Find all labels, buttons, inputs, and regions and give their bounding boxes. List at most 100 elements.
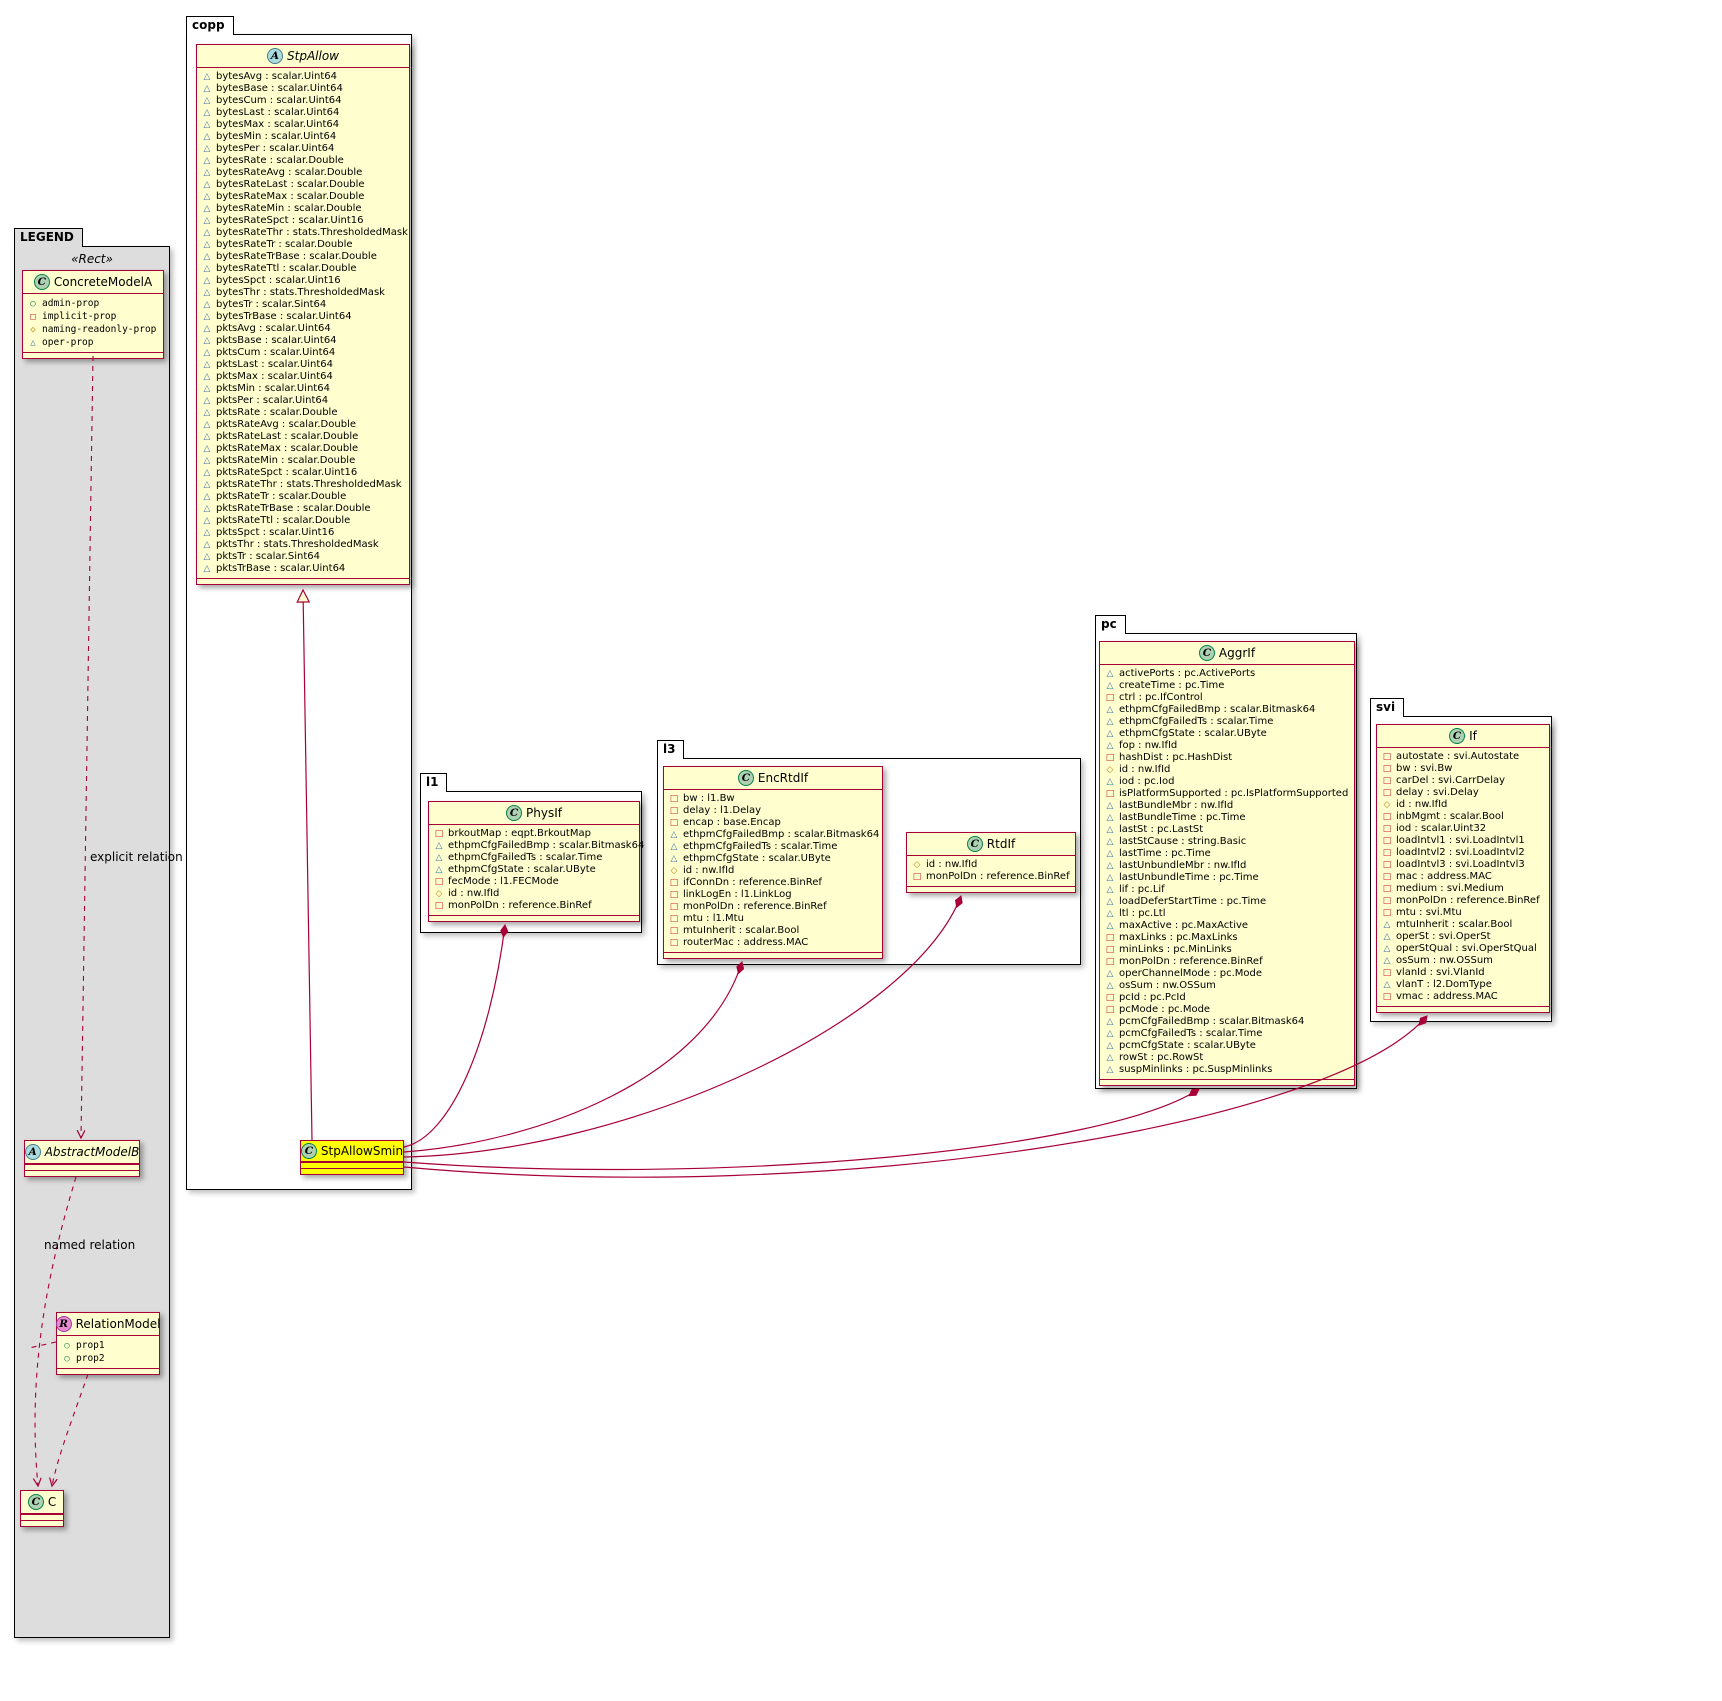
triangle-prop-icon: △: [1106, 729, 1114, 739]
member-text: pktsRateMin : scalar.Double: [216, 455, 356, 466]
class-member: △bytesTr : scalar.Sint64: [202, 299, 404, 311]
triangle-prop-icon: △: [203, 444, 211, 454]
class-icon: C: [737, 770, 754, 786]
member-text: vlanId : svi.VlanId: [1396, 967, 1485, 978]
class-header: C C: [21, 1491, 63, 1514]
diamond-prop-icon: ◇: [1383, 800, 1391, 810]
class-member: ◇id : nw.IfId: [1382, 799, 1544, 811]
class-member: △ethpmCfgFailedBmp : scalar.Bitmask64: [1105, 704, 1349, 716]
methods-compartment: [57, 1368, 159, 1374]
member-text: bytesThr : stats.ThresholdedMask: [216, 287, 385, 298]
triangle-prop-icon: △: [203, 216, 211, 226]
member-text: brkoutMap : eqpt.BrkoutMap: [448, 828, 591, 839]
member-list: △bytesAvg : scalar.Uint64△bytesBase : sc…: [197, 68, 409, 578]
package-body-legend: [14, 246, 170, 1638]
class-member: △pktsRateMax : scalar.Double: [202, 443, 404, 455]
member-text: ltl : pc.Ltl: [1119, 908, 1166, 919]
triangle-prop-icon: △: [203, 228, 211, 238]
class-title: StpAllow: [287, 49, 339, 63]
triangle-prop-icon: △: [203, 492, 211, 502]
triangle-prop-icon: △: [203, 72, 211, 82]
triangle-prop-icon: △: [1383, 920, 1391, 930]
package-tab-l1: l1: [420, 773, 448, 792]
triangle-prop-icon: △: [203, 396, 211, 406]
class-member: △bytesPer : scalar.Uint64: [202, 143, 404, 155]
class-member: △pktsRateSpct : scalar.Uint16: [202, 467, 404, 479]
member-text: mtu : svi.Mtu: [1396, 907, 1462, 918]
methods-compartment: [907, 886, 1075, 892]
triangle-prop-icon: △: [203, 408, 211, 418]
class-member: □maxLinks : pc.MaxLinks: [1105, 932, 1349, 944]
class-member: □linkLogEn : l1.LinkLog: [669, 889, 877, 901]
triangle-prop-icon: △: [1106, 1029, 1114, 1039]
class-member: □monPolDn : reference.BinRef: [1105, 956, 1349, 968]
triangle-prop-icon: △: [1106, 669, 1114, 679]
class-header: C ConcreteModelA: [23, 271, 163, 294]
member-text: bytesCum : scalar.Uint64: [216, 95, 342, 106]
triangle-prop-icon: △: [1383, 980, 1391, 990]
class-member: □loadIntvl3 : svi.LoadIntvl3: [1382, 859, 1544, 871]
member-text: routerMac : address.MAC: [683, 937, 809, 948]
class-member: □inbMgmt : scalar.Bool: [1382, 811, 1544, 823]
square-prop-icon: □: [1105, 957, 1115, 967]
circle-prop-icon: ○: [64, 1340, 70, 1351]
class-member: △bytesThr : stats.ThresholdedMask: [202, 287, 404, 299]
class-icon: C: [1198, 645, 1215, 661]
member-text: bytesRateTtl : scalar.Double: [216, 263, 357, 274]
class-member: △ bytesRateThr : stats.ThresholdedMask: [202, 227, 408, 239]
class-member: □fecMode : l1.FECMode: [434, 876, 634, 888]
class-member: ○prop2: [62, 1352, 154, 1365]
class-member: △bytesRateTrBase : scalar.Double: [202, 251, 404, 263]
square-prop-icon: □: [1105, 933, 1115, 943]
square-prop-icon: □: [669, 878, 679, 888]
square-prop-icon: □: [1382, 788, 1392, 798]
member-text: osSum : nw.OSSum: [1119, 980, 1216, 991]
triangle-prop-icon: △: [203, 84, 211, 94]
triangle-prop-icon: △: [670, 854, 678, 864]
square-prop-icon: □: [1382, 968, 1392, 978]
member-text: pcId : pc.PcId: [1119, 992, 1186, 1003]
square-prop-icon: □: [1382, 752, 1392, 762]
class-member: △lastUnbundleMbr : nw.IfId: [1105, 860, 1349, 872]
triangle-prop-icon: △: [1106, 1017, 1114, 1027]
member-text: bytesBase : scalar.Uint64: [216, 83, 343, 94]
class-member: ◇id : nw.IfId: [912, 859, 1070, 871]
square-prop-icon: □: [669, 902, 679, 912]
class-member: □routerMac : address.MAC: [669, 937, 877, 949]
square-prop-icon: □: [434, 829, 444, 839]
class-title: PhysIf: [526, 806, 562, 820]
member-text: implicit-prop: [42, 311, 117, 322]
member-text: autostate : svi.Autostate: [1396, 751, 1520, 762]
class-encrtdif: C EncRtdIf □bw : l1.Bw□delay : l1.Delay□…: [663, 766, 883, 959]
relation-class-icon: R: [55, 1316, 72, 1332]
class-member: △pktsMin : scalar.Uint64: [202, 383, 404, 395]
member-text: prop1: [76, 1340, 105, 1351]
class-member: △pktsRateThr : stats.ThresholdedMask: [202, 479, 404, 491]
member-text: lastTime : pc.Time: [1119, 848, 1211, 859]
fields-compartment: [21, 1514, 63, 1520]
package-tab-svi: svi: [1370, 698, 1405, 717]
class-member: △ethpmCfgFailedBmp : scalar.Bitmask64: [434, 840, 645, 852]
member-text: medium : svi.Medium: [1396, 883, 1504, 894]
member-text: osSum : nw.OSSum: [1396, 955, 1493, 966]
class-member: △ethpmCfgFailedTs : scalar.Time: [434, 852, 634, 864]
member-text: pcmCfgState : scalar.UByte: [1119, 1040, 1256, 1051]
member-text: bytesRateThr : stats.ThresholdedMask: [216, 227, 408, 238]
class-member: △fop : nw.IfId: [1105, 740, 1349, 752]
member-text: pktsAvg : scalar.Uint64: [216, 323, 331, 334]
triangle-prop-icon: △: [203, 420, 211, 430]
abstract-class-icon: A: [24, 1144, 41, 1160]
triangle-prop-icon: △: [203, 540, 211, 550]
class-header: C AggrIf: [1100, 642, 1354, 665]
diamond-prop-icon: ◇: [30, 324, 36, 335]
class-member: □ifConnDn : reference.BinRef: [669, 877, 877, 889]
class-member: △vlanT : l2.DomType: [1382, 979, 1544, 991]
member-text: lif : pc.Lif: [1119, 884, 1165, 895]
class-member: △ethpmCfgState : scalar.UByte: [669, 853, 877, 865]
named-relation-label: named relation: [44, 1238, 136, 1252]
class-member: △pktsRateTtl : scalar.Double: [202, 515, 404, 527]
triangle-prop-icon: △: [203, 372, 211, 382]
member-text: activePorts : pc.ActivePorts: [1119, 668, 1256, 679]
square-prop-icon: □: [669, 926, 679, 936]
